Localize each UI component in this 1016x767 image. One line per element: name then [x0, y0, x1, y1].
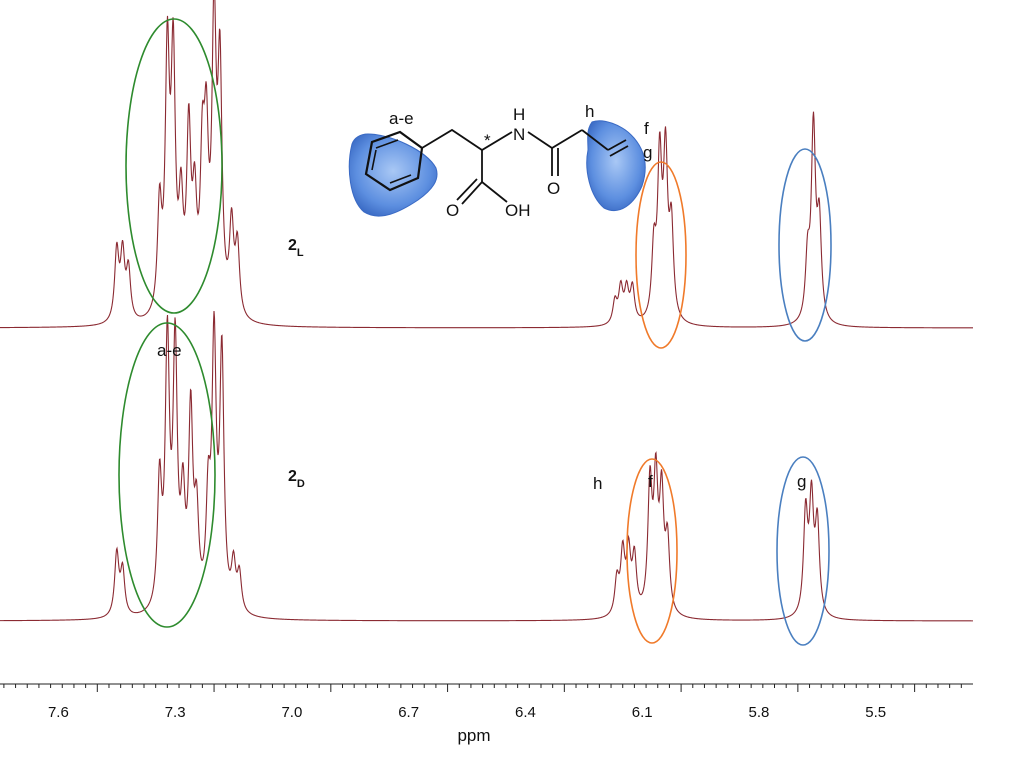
structure-label-ring: a-e — [389, 109, 414, 128]
acid-oh-bond — [481, 181, 508, 203]
x-tick-label: 6.1 — [632, 704, 653, 721]
benzene-double-bond-2 — [389, 174, 412, 184]
x-tick-label: 5.5 — [865, 704, 886, 721]
x-tick-label: 5.8 — [749, 704, 770, 721]
benzene-ring — [364, 130, 424, 192]
oval-2d-aromatic — [118, 322, 216, 628]
cyclodextrin-icon — [348, 133, 438, 217]
peak-label-g: g — [797, 472, 806, 491]
cyclodextrin-icon — [586, 120, 646, 211]
vinyl-double-bond-2 — [609, 145, 629, 157]
structure-label-vinyl-f: f — [644, 119, 649, 138]
oval-2d-vinyl-g — [776, 456, 830, 646]
oval-2l-vinyl-g — [778, 148, 832, 342]
amide-bonds — [527, 129, 583, 150]
spectrum-label-2l: 2L — [288, 237, 304, 259]
structure-label-stereo: * — [484, 131, 491, 150]
vinyl-bond — [581, 129, 609, 151]
oval-2d-vinyl-f — [626, 458, 678, 644]
structure-label-nh: H — [513, 105, 525, 124]
structure-label-vinyl-h: h — [585, 102, 594, 121]
acid-carbonyl-bond-double — [456, 178, 478, 201]
x-tick-label: 7.6 — [48, 704, 69, 721]
spectrum-label-2d: 2D — [288, 468, 305, 490]
vinyl-double-bond — [607, 139, 627, 151]
x-tick-label: 7.3 — [165, 704, 186, 721]
x-tick-label: 6.7 — [398, 704, 419, 721]
structure-label-vinyl-g: g — [643, 143, 652, 162]
peak-label-f: f — [648, 472, 653, 491]
structure-label-carbonyl-o: O — [547, 179, 560, 198]
peak-label-a-e: a-e — [157, 341, 182, 360]
x-tick-label: 7.0 — [281, 704, 302, 721]
oval-2l-aromatic — [125, 18, 223, 314]
structure-label-n: N — [513, 125, 525, 144]
benzene-double-bond-1 — [375, 139, 399, 149]
spectrum-trace-2d — [0, 311, 973, 622]
backbone-bonds — [421, 128, 513, 152]
peak-label-h: h — [593, 474, 602, 493]
spectra-layer — [0, 0, 973, 622]
benzene-double-bond-3 — [371, 149, 377, 171]
x-axis-ticks: 7.6 7.3 7.0 6.7 6.4 6.1 5.8 5.5 — [3, 684, 962, 721]
x-axis: 7.6 7.3 7.0 6.7 6.4 6.1 5.8 5.5 ppm — [0, 683, 973, 745]
chemical-structure: a-e * H N h f g O O OH — [348, 102, 652, 220]
x-axis-title: ppm — [457, 726, 490, 745]
x-tick-label: 6.4 — [515, 704, 536, 721]
structure-label-acid-oh: OH — [505, 201, 531, 220]
spectrum-trace-2l — [0, 0, 973, 329]
acid-carbonyl-bond — [461, 181, 483, 205]
structure-label-acid-o: O — [446, 201, 459, 220]
oval-annotations — [118, 18, 832, 646]
oval-2l-vinyl-f — [635, 161, 687, 349]
